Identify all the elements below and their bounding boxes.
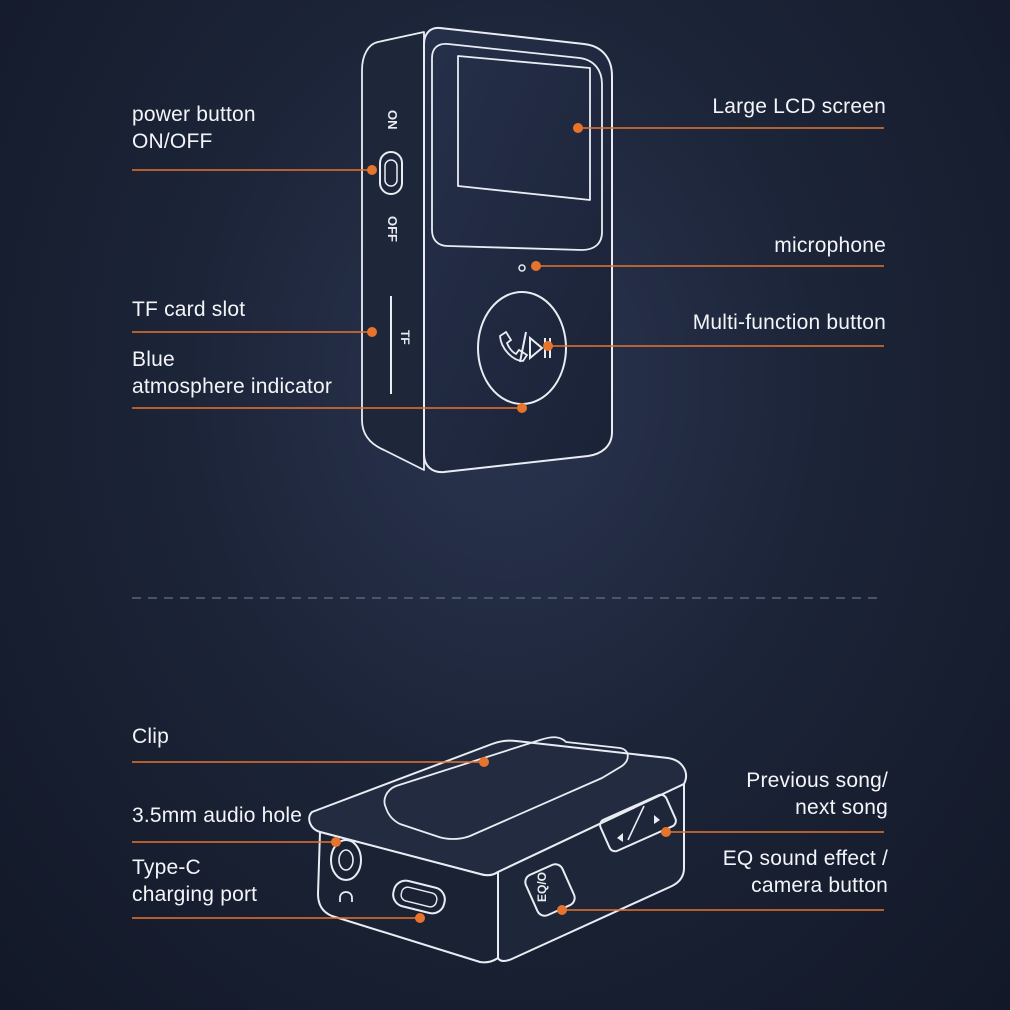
callout-text: charging port xyxy=(132,883,258,906)
callout-clip: Clip xyxy=(132,723,169,750)
callout-microphone: microphone xyxy=(774,232,886,259)
callout-power-button: power button ON/OFF xyxy=(132,101,256,155)
callout-text: next song xyxy=(795,796,888,819)
off-marking: OFF xyxy=(385,216,400,242)
callout-text: Clip xyxy=(132,725,169,748)
tf-marking: TF xyxy=(398,330,412,345)
callout-text: ON/OFF xyxy=(132,130,213,153)
headphone-icon xyxy=(339,891,353,902)
callout-text: power button xyxy=(132,103,256,126)
callout-text: camera button xyxy=(751,874,888,897)
eq-marking: EQ/O xyxy=(535,872,549,902)
callout-lines xyxy=(132,127,884,919)
callout-text: EQ sound effect / xyxy=(722,847,888,870)
callout-text: Previous song/ xyxy=(746,769,888,792)
callout-text: Blue xyxy=(132,348,175,371)
callout-dots xyxy=(331,123,671,923)
callout-text: Multi-function button xyxy=(692,311,886,334)
callout-text: atmosphere indicator xyxy=(132,375,333,398)
callout-text: TF card slot xyxy=(132,298,246,321)
callout-text: Type-C xyxy=(132,856,201,879)
callout-multi-function-button: Multi-function button xyxy=(693,309,886,336)
callout-eq-camera-button: EQ sound effect / camera button xyxy=(723,845,888,899)
callout-type-c-port: Type-C charging port xyxy=(132,854,257,908)
callout-prev-next-song: Previous song/ next song xyxy=(746,767,888,821)
callout-text: Large LCD screen xyxy=(712,95,886,118)
callout-blue-indicator: Blue atmosphere indicator xyxy=(132,346,332,400)
callout-text: microphone xyxy=(774,234,886,257)
callout-text: 3.5mm audio hole xyxy=(132,804,303,827)
callout-tf-card-slot: TF card slot xyxy=(132,296,245,323)
callout-audio-hole: 3.5mm audio hole xyxy=(132,802,302,829)
prev-next-arrow-icon xyxy=(617,815,660,842)
player-front-view xyxy=(361,26,613,474)
callout-lcd-screen: Large LCD screen xyxy=(712,93,886,120)
on-marking: ON xyxy=(385,110,400,130)
player-bottom-view xyxy=(308,736,687,964)
